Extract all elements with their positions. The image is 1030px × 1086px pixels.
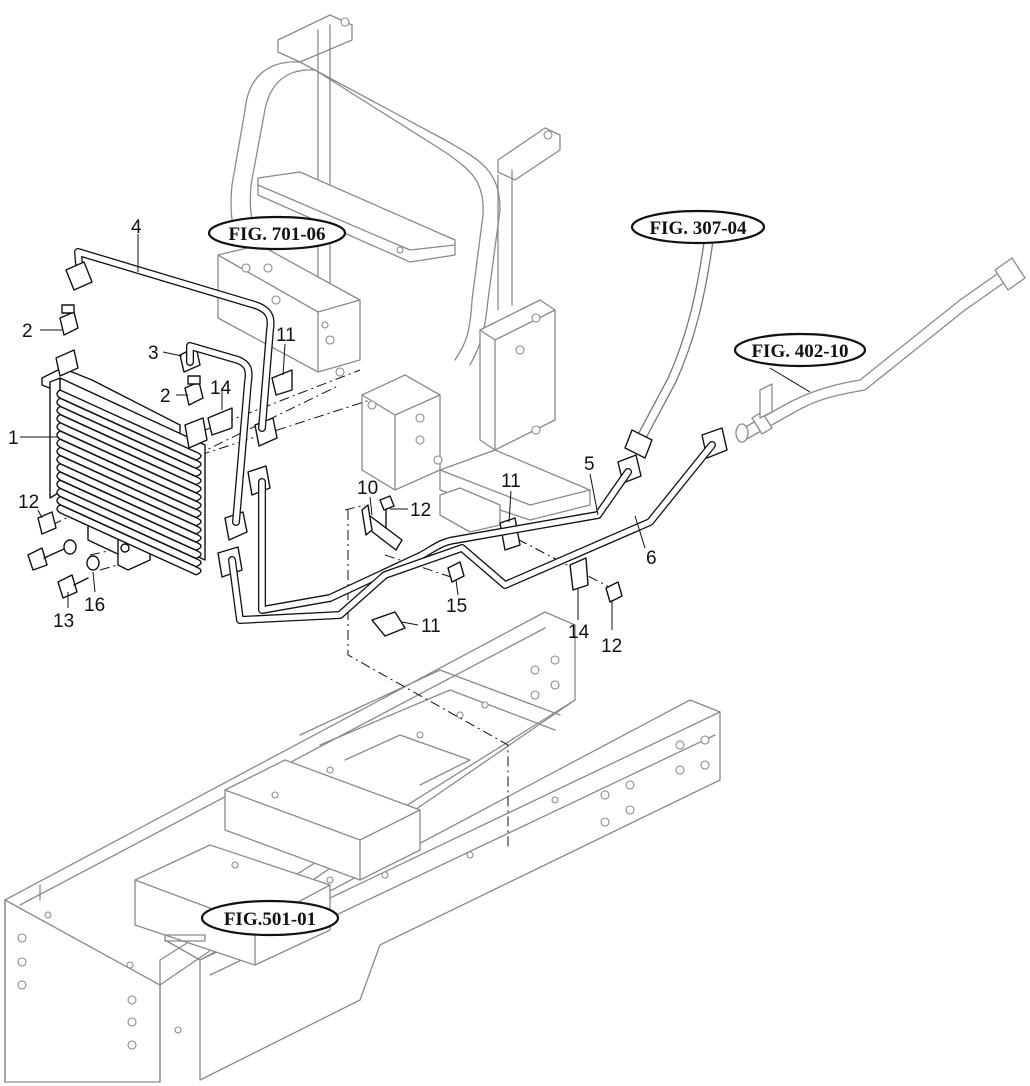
callout-11: 11: [276, 325, 296, 346]
callout-12: 12: [18, 492, 39, 513]
clamps-and-brackets: [207, 369, 589, 637]
roll-bar-frame: [217, 14, 591, 533]
callout-15: 15: [446, 596, 467, 617]
callout-14: 14: [210, 378, 232, 399]
reference-label: FIG.501-01: [224, 909, 316, 930]
callout-12: 12: [601, 636, 622, 657]
chassis-frame: [4, 611, 721, 1083]
steering-pipe-reference: [735, 257, 1026, 443]
reference-fig-402-10[interactable]: FIG. 402-10: [733, 332, 867, 368]
callout-2: 2: [160, 386, 171, 407]
hose-reference: [624, 240, 713, 459]
cooler-fin: [56, 504, 202, 576]
reference-fig-307-04[interactable]: FIG. 307-04: [630, 209, 766, 245]
reference-label: FIG. 402-10: [751, 341, 848, 362]
reference-fig-501-01[interactable]: FIG.501-01: [200, 899, 340, 937]
oil-cooler-fins: [56, 389, 202, 576]
reference-label: FIG. 701-06: [228, 224, 325, 245]
callout-12: 12: [410, 500, 431, 521]
callout-14: 14: [568, 622, 590, 643]
callout-10: 10: [357, 478, 378, 499]
callout-2: 2: [22, 321, 33, 342]
callout-5: 5: [584, 454, 595, 475]
leader-lines: [20, 234, 811, 630]
callout-1: 1: [8, 428, 19, 449]
reference-label: FIG. 307-04: [649, 218, 747, 239]
reference-fig-701-06[interactable]: FIG. 701-06: [207, 215, 347, 251]
oil-pipes: [65, 248, 716, 624]
callout-16: 16: [84, 595, 105, 616]
callout-numbers: 1 2 2 3 4 5 6 10 11 11 11 12 12 12 13 14…: [8, 217, 657, 657]
callout-11: 11: [501, 471, 521, 492]
callout-4: 4: [131, 217, 142, 238]
callout-6: 6: [646, 548, 657, 569]
callout-13: 13: [53, 611, 74, 632]
callout-11: 11: [421, 616, 441, 637]
callout-3: 3: [148, 343, 159, 364]
